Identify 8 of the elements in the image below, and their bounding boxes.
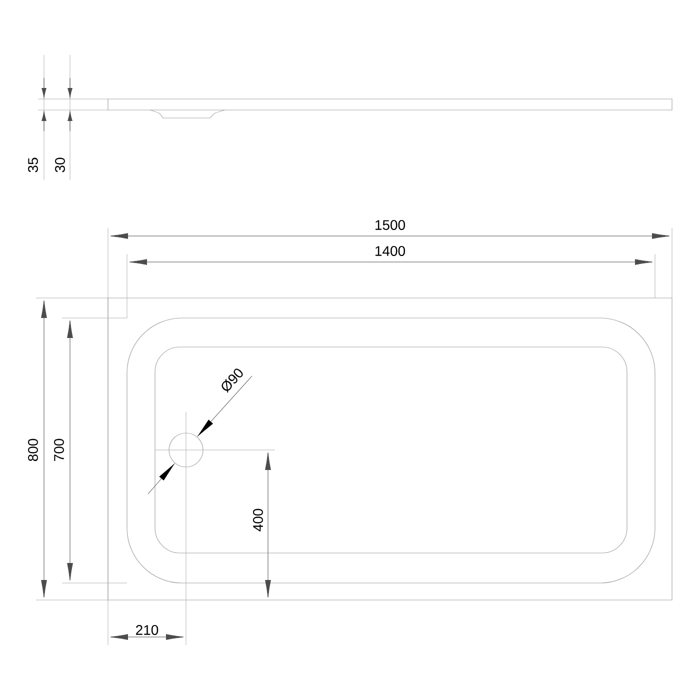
dimension-label: 800: [28, 438, 38, 462]
dimension-label: 1400: [376, 246, 406, 256]
dimension-label: 210: [136, 625, 158, 635]
dimension-label: 400: [253, 508, 263, 532]
dimension-label: 30: [55, 158, 65, 172]
dimension-label: 700: [54, 438, 64, 461]
dimension-label: 35: [28, 158, 38, 172]
dimension-label: 1500: [376, 220, 406, 230]
